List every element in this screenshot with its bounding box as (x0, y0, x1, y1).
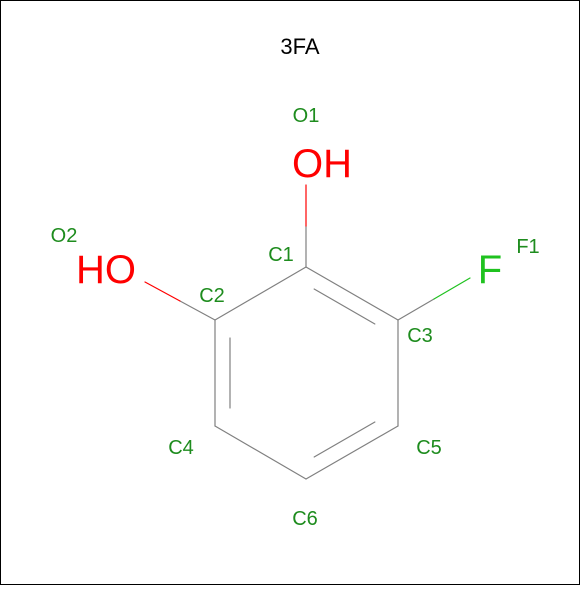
bond-c5-c6-inner (313, 421, 376, 458)
atom-symbol-o1: OH (292, 142, 352, 186)
atom-label-c1: C1 (268, 244, 294, 266)
atom-label-c6: C6 (292, 508, 318, 530)
molecule-title: 3FA (280, 34, 319, 59)
bond-c3-f1-half-b (433, 277, 471, 300)
bond-c3-f1-half-a (397, 298, 435, 321)
bond-c4-c6 (214, 425, 307, 480)
bond-c1-c2 (214, 266, 307, 321)
bond-c1-c3 (305, 266, 399, 321)
bond-layer (144, 184, 471, 480)
atom-symbol-f1: F (478, 248, 502, 292)
bond-c5-c6 (305, 425, 399, 480)
atom-label-c4: C4 (168, 437, 194, 459)
atom-symbol-layer: OH HO F (76, 142, 502, 292)
atom-label-c5: C5 (416, 437, 442, 459)
atom-label-o1: O1 (293, 105, 320, 127)
atom-label-c2: C2 (199, 285, 225, 307)
bond-c2-o2-half-b (144, 281, 181, 302)
atom-symbol-o2: HO (76, 248, 136, 292)
bond-c2-o2-half-a (179, 300, 216, 321)
bond-c1-c3-inner (313, 288, 376, 325)
atom-label-c3: C3 (407, 325, 433, 347)
atom-label-o2: O2 (51, 225, 78, 247)
atom-label-f1: F1 (516, 236, 539, 258)
